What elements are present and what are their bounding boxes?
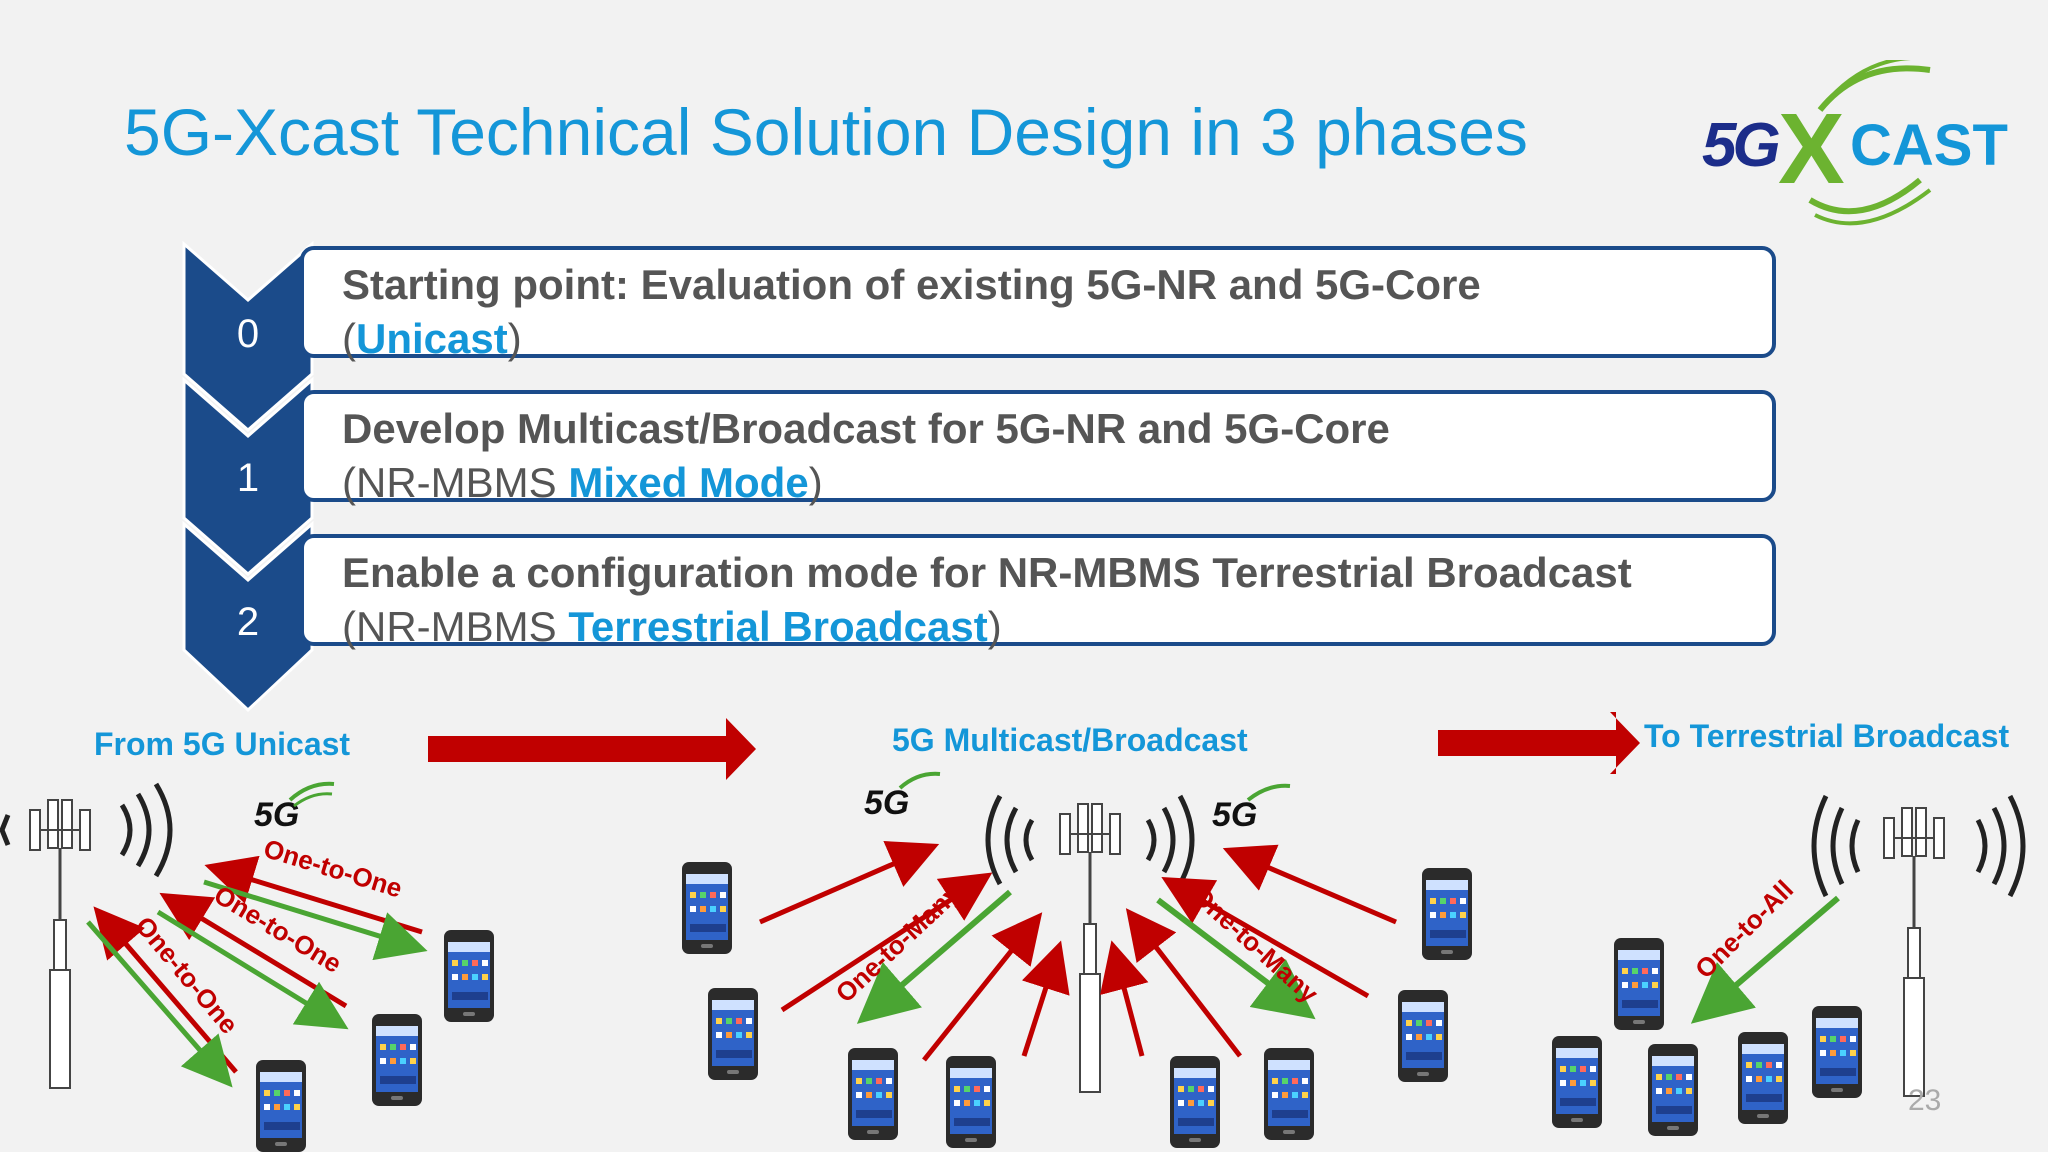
section-label-unicast: From 5G Unicast (94, 726, 351, 762)
phase-0-number: 0 (236, 312, 260, 356)
phase-2-prefix: NR-MBMS (356, 603, 569, 650)
terrestrial-phone-1 (1614, 938, 1664, 1030)
unicast-5g-badge: 5G (254, 781, 335, 834)
multicast-uplink-2 (780, 872, 993, 1013)
terrestrial-phone-2 (1552, 1036, 1602, 1128)
multicast-phone-7 (1398, 990, 1448, 1082)
multicast-phone-6 (1264, 1048, 1314, 1140)
unicast-phone-1 (444, 930, 494, 1022)
logo-arcs (1808, 60, 1932, 226)
5g-badge-text: 5G (864, 784, 909, 822)
terrestrial-phone-5 (1812, 1006, 1862, 1098)
flow-arrow-1 (428, 718, 756, 780)
unicast-phone-2 (372, 1014, 422, 1106)
phase-chevrons (182, 240, 314, 713)
multicast-uplink-1 (759, 841, 940, 925)
unicast-phone-3 (256, 1060, 306, 1152)
multicast-5g-badge-right: 5G (1212, 783, 1291, 834)
phase-2-number: 2 (236, 600, 260, 644)
phase-0-paren-open: ( (342, 315, 356, 362)
unicast-downlink-2 (156, 909, 349, 1030)
multicast-uplink-6 (1125, 908, 1242, 1058)
phase-1-paren-close: ) (808, 459, 823, 506)
multicast-downlink-right (1156, 897, 1316, 1020)
phase-1-number: 1 (236, 456, 260, 500)
phase-1-paren-open: ( (342, 459, 356, 506)
multicast-uplink-7 (1161, 877, 1370, 999)
terrestrial-tower (1811, 794, 2026, 1098)
5gxcast-logo: 5G X CAST (1690, 60, 2010, 230)
phase-0-main: Starting point: Evaluation of existing 5… (342, 261, 1481, 308)
phase-2-paren-close: ) (987, 603, 1002, 650)
phase-1-highlight: Mixed Mode (568, 459, 809, 506)
5g-badge-text: 5G (254, 796, 299, 834)
label-one-to-one-1: One-to-One (260, 833, 406, 903)
phase-0-text: Starting point: Evaluation of existing 5… (342, 258, 1481, 366)
multicast-phone-5 (1170, 1056, 1220, 1148)
terrestrial-phone-4 (1738, 1032, 1788, 1124)
phase-2-text: Enable a configuration mode for NR-MBMS … (342, 546, 1632, 654)
phase-0-box: Starting point: Evaluation of existing 5… (300, 246, 1776, 362)
terrestrial-phone-3 (1648, 1044, 1698, 1136)
logo-cast-text: CAST (1850, 113, 2008, 178)
phase-2-paren-open: ( (342, 603, 356, 650)
unicast-downlink-3 (86, 920, 233, 1088)
multicast-phone-4 (946, 1056, 996, 1148)
multicast-tower (985, 794, 1195, 1094)
multicast-5g-badge-left: 5G (864, 771, 941, 822)
logo-5g-text: 5G (1702, 111, 1781, 180)
phase-1-prefix: NR-MBMS (356, 459, 569, 506)
multicast-uplink-3 (922, 912, 1043, 1062)
phase-2-highlight: Terrestrial Broadcast (568, 603, 988, 650)
unicast-downlink-1 (203, 879, 428, 961)
multicast-uplink-4 (1021, 940, 1070, 1057)
phase-0-highlight: Unicast (356, 315, 508, 362)
label-one-to-many-right: One-to-Many (1186, 880, 1325, 1009)
multicast-phone-1 (682, 862, 732, 954)
network-scene: 5G One-to-One One-to-One One-to-One 5G 5… (0, 712, 2026, 1152)
multicast-phone-8 (1422, 868, 1472, 960)
unicast-tower (0, 782, 173, 1090)
section-label-multicast: 5G Multicast/Broadcast (892, 722, 1248, 758)
slide-title: 5G-Xcast Technical Solution Design in 3 … (124, 95, 1528, 169)
multicast-uplink-8 (1222, 844, 1397, 925)
phase-2-main: Enable a configuration mode for NR-MBMS … (342, 549, 1632, 596)
phase-0-paren-close: ) (507, 315, 522, 362)
page-number: 23 (1908, 1084, 1942, 1117)
phase-2-box: Enable a configuration mode for NR-MBMS … (300, 534, 1776, 650)
multicast-phone-3 (848, 1048, 898, 1140)
flow-arrow-2 (1438, 712, 1640, 774)
5g-badge-text: 5G (1212, 796, 1257, 834)
multicast-phone-2 (708, 988, 758, 1080)
phase-1-main: Develop Multicast/Broadcast for 5G-NR an… (342, 405, 1390, 452)
label-one-to-all: One-to-All (1689, 874, 1799, 984)
phase-1-text: Develop Multicast/Broadcast for 5G-NR an… (342, 402, 1390, 510)
section-label-terrestrial: To Terrestrial Broadcast (1644, 718, 2010, 754)
phase-1-box: Develop Multicast/Broadcast for 5G-NR an… (300, 390, 1776, 506)
multicast-downlink-left (856, 889, 1012, 1024)
multicast-uplink-5 (1100, 940, 1149, 1057)
logo-x-text: X (1778, 93, 1845, 205)
terrestrial-downlink (1690, 895, 1840, 1024)
